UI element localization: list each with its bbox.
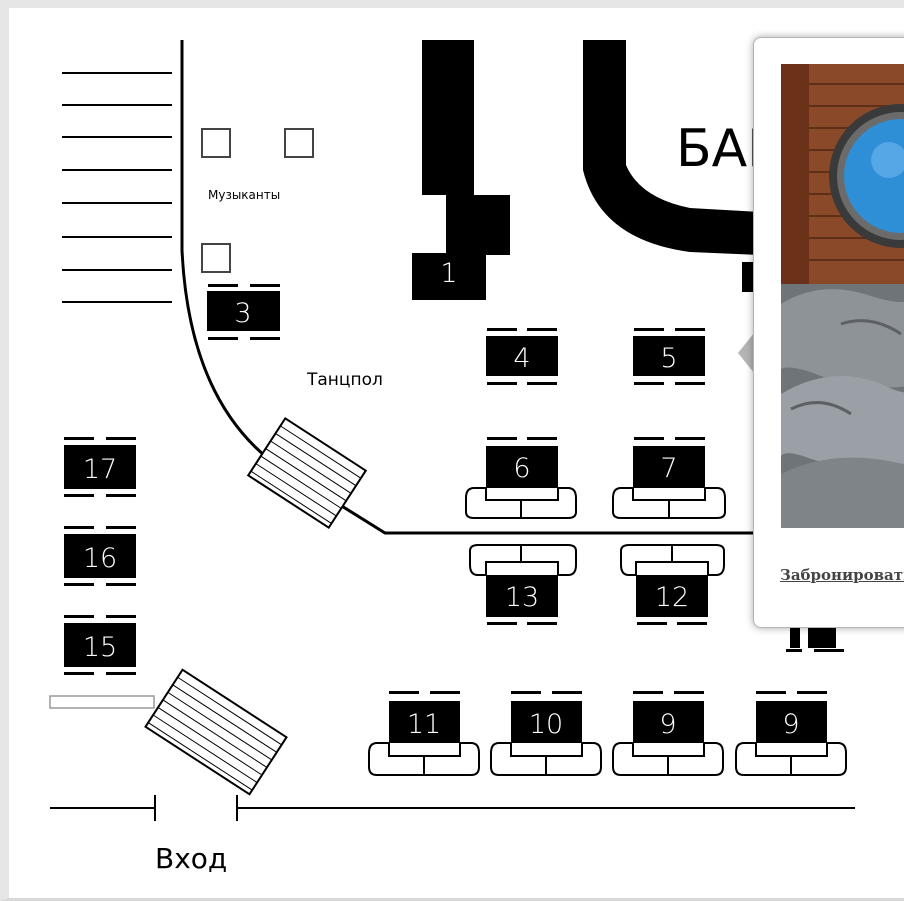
table-number: 12 bbox=[655, 582, 689, 613]
table-number: 10 bbox=[529, 709, 563, 740]
entrance-stairs bbox=[144, 668, 288, 796]
dancefloor-stairs bbox=[246, 416, 368, 530]
table-number: 7 bbox=[660, 453, 677, 484]
table-partial bbox=[786, 628, 844, 652]
entrance-label: Вход bbox=[155, 842, 227, 875]
bench bbox=[49, 695, 155, 709]
stage-lines bbox=[62, 72, 172, 303]
table-9[interactable]: 7 9 bbox=[735, 691, 847, 776]
table-14[interactable]: 13 bbox=[469, 544, 577, 625]
table-number: 9 bbox=[782, 709, 799, 740]
table-number: 9 bbox=[659, 709, 676, 740]
table-popup: Забронировать bbox=[753, 37, 904, 628]
table-number: 4 bbox=[513, 343, 530, 374]
bar-counter bbox=[412, 40, 760, 300]
table-15[interactable]: 15 bbox=[64, 615, 136, 675]
dancefloor-label: Танцпол bbox=[306, 370, 383, 390]
table-4[interactable]: 4 bbox=[486, 328, 558, 385]
table-number: 16 bbox=[83, 543, 117, 574]
table-10[interactable]: 9 bbox=[612, 691, 724, 776]
table-3[interactable]: 3 bbox=[207, 284, 280, 340]
table-photo bbox=[781, 64, 904, 528]
table-number: 17 bbox=[83, 454, 117, 485]
table-1[interactable]: 1 bbox=[412, 253, 486, 299]
table-11[interactable]: 10 bbox=[490, 691, 602, 776]
table-12[interactable]: 11 bbox=[368, 691, 480, 776]
table-16[interactable]: 16 bbox=[64, 526, 136, 586]
table-number: 15 bbox=[83, 632, 117, 663]
table-number: 6 bbox=[513, 453, 530, 484]
table-5[interactable]: 5 bbox=[633, 328, 705, 385]
musician-stools bbox=[201, 128, 314, 273]
table-7[interactable]: 7 bbox=[612, 437, 726, 519]
musicians-label: Музыканты bbox=[208, 188, 280, 202]
table-number: 11 bbox=[407, 709, 441, 740]
popup-arrow bbox=[738, 333, 754, 373]
table-number: 3 bbox=[234, 298, 251, 329]
table-13[interactable]: 12 bbox=[620, 544, 725, 625]
book-table-link[interactable]: Забронировать bbox=[780, 566, 904, 584]
table-17[interactable]: 17 bbox=[64, 437, 136, 497]
table-number: 5 bbox=[660, 343, 677, 374]
table-number: 13 bbox=[505, 582, 539, 613]
entrance-wall bbox=[50, 795, 855, 821]
table-6[interactable]: 6 bbox=[465, 437, 577, 519]
table-number: 1 bbox=[440, 258, 457, 289]
